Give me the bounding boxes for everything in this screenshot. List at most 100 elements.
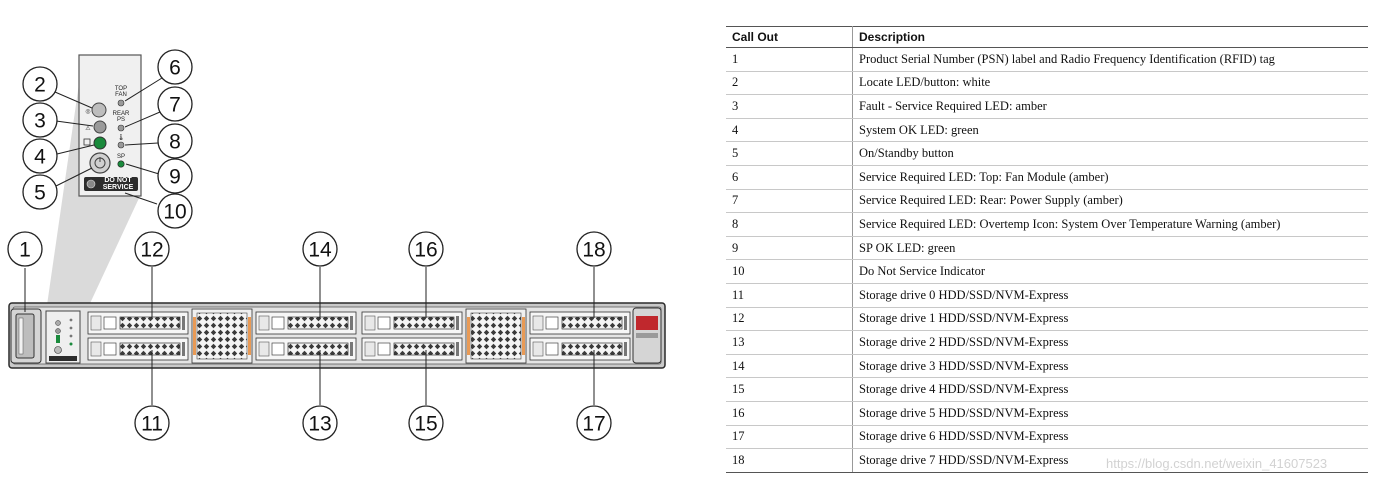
callout-8: 8 [157, 123, 193, 159]
table-header-row: Call Out Description [726, 26, 1368, 48]
leader-line [55, 167, 93, 187]
callout-number-cell: 6 [726, 165, 853, 190]
callout-number: 11 [141, 413, 163, 436]
callout-number-cell: 10 [726, 259, 853, 284]
callout-number-cell: 5 [726, 141, 853, 166]
callout-number-cell: 9 [726, 236, 853, 261]
callout-number: 15 [414, 413, 437, 436]
callout-1: 1 [7, 231, 43, 267]
callout-number: 16 [414, 239, 437, 262]
callout-number-cell: 2 [726, 71, 853, 96]
drive-bay-1 [87, 311, 189, 335]
svg-text:⚠: ⚠ [85, 125, 91, 132]
do-not-service-indicator: DO NOT SERVICE [84, 177, 138, 191]
brand-badge-icon [636, 316, 658, 330]
callout-number-cell: 12 [726, 307, 853, 332]
callout-number: 1 [19, 239, 31, 262]
drive-bay-3 [255, 311, 357, 335]
leader-line [124, 77, 163, 102]
fan-vent-right [465, 308, 527, 364]
leader-line [54, 91, 93, 109]
callout-number-cell: 17 [726, 425, 853, 450]
callout-number: 6 [169, 57, 181, 80]
callout-number: 3 [34, 110, 46, 133]
drive-bay-7 [529, 311, 631, 335]
callout-2: 2 [22, 66, 58, 102]
header-description: Description [852, 26, 1368, 48]
overtemp-led-icon [117, 141, 125, 149]
description-cell: Locate LED/button: white [852, 71, 1368, 96]
description-cell: Service Required LED: Rear: Power Supply… [852, 189, 1368, 214]
leader-line [125, 163, 160, 175]
description-cell: Service Required LED: Overtemp Icon: Sys… [852, 212, 1368, 237]
callout-6: 6 [157, 49, 193, 85]
callout-number: 5 [34, 182, 46, 205]
leader-line [55, 120, 94, 127]
callout-number-cell: 15 [726, 377, 853, 402]
callout-number: 17 [582, 413, 605, 436]
callout-number-cell: 3 [726, 94, 853, 119]
description-cell: Fault - Service Required LED: amber [852, 94, 1368, 119]
drive-bay-5 [361, 311, 463, 335]
callout-number: 8 [169, 131, 181, 154]
svg-text:◎: ◎ [85, 109, 90, 115]
description-cell: SP OK LED: green [852, 236, 1368, 261]
callout-5: 5 [22, 174, 58, 210]
description-cell: Storage drive 0 HDD/SSD/NVM-Express [852, 283, 1368, 308]
locate-button-icon [91, 102, 107, 118]
description-cell: Service Required LED: Top: Fan Module (a… [852, 165, 1368, 190]
callout-4: 4 [22, 138, 58, 174]
description-cell: Storage drive 5 HDD/SSD/NVM-Express [852, 401, 1368, 426]
description-cell: Storage drive 2 HDD/SSD/NVM-Express [852, 330, 1368, 355]
header-callout: Call Out [726, 26, 853, 48]
drive-bay-2 [255, 337, 357, 361]
drive-bay-0 [87, 337, 189, 361]
callout-12: 12 [134, 231, 170, 267]
callout-14: 14 [302, 231, 338, 267]
drive-bay-6 [529, 337, 631, 361]
callout-number-cell: 18 [726, 448, 853, 473]
callout-number-cell: 11 [726, 283, 853, 308]
svg-text:SERVICE: SERVICE [103, 184, 134, 191]
callout-17: 17 [576, 405, 612, 441]
callout-number-cell: 4 [726, 118, 853, 143]
system-ok-led-icon [93, 136, 107, 150]
callout-number: 18 [582, 239, 605, 262]
leader-line [124, 192, 158, 205]
psn-rfid-tag [15, 313, 35, 359]
callout-10: 10 [157, 193, 193, 229]
control-panel [45, 310, 81, 364]
drive-bay-4 [361, 337, 463, 361]
callout-number: 9 [169, 166, 181, 189]
callout-9: 9 [157, 158, 193, 194]
svg-text:🌡: 🌡 [117, 133, 125, 141]
callout-number: 7 [169, 94, 181, 117]
callout-number-cell: 7 [726, 189, 853, 214]
top-fan-led-icon [117, 99, 125, 107]
callout-13: 13 [302, 405, 338, 441]
description-cell: Storage drive 1 HDD/SSD/NVM-Express [852, 307, 1368, 332]
callout-number: 14 [308, 239, 332, 262]
description-cell: Do Not Service Indicator [852, 259, 1368, 284]
callout-number: 10 [163, 201, 186, 224]
callout-3: 3 [22, 102, 58, 138]
